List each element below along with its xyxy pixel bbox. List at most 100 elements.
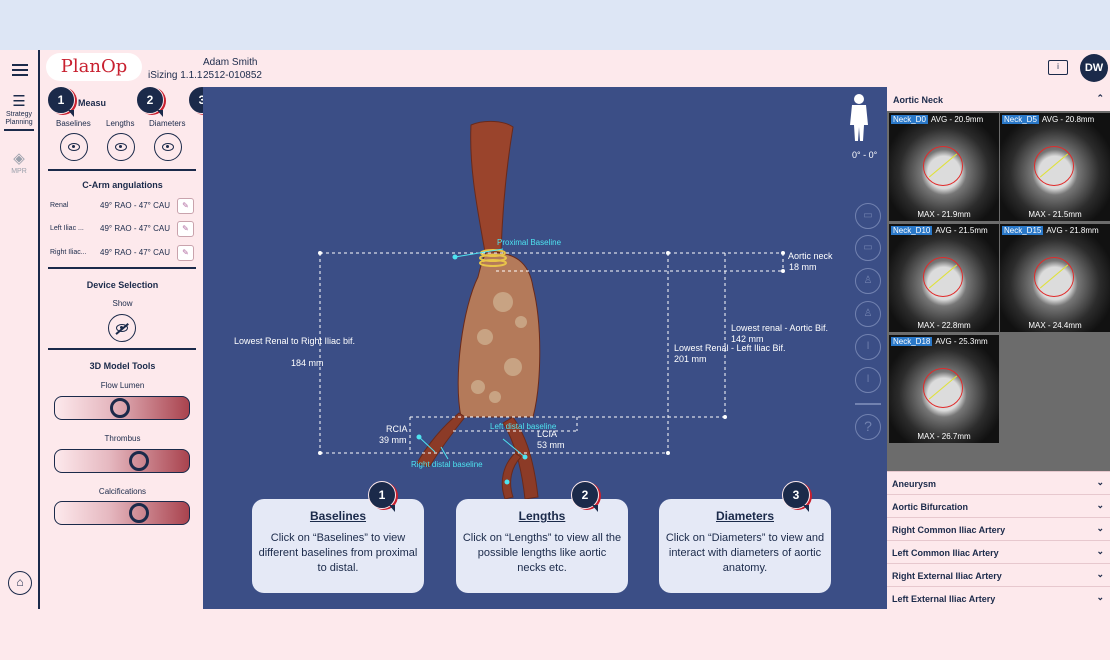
view-left-side-icon[interactable]: ǀ [855, 334, 881, 360]
slider-thumb[interactable] [128, 451, 149, 471]
baselines-eye-toggle[interactable] [60, 133, 88, 161]
help-icon[interactable]: ? [855, 414, 881, 440]
planop-logo: PlanOp [46, 53, 142, 81]
card-badge-1: 1 [368, 481, 396, 512]
device-show-toggle[interactable] [108, 314, 136, 342]
rcia-value: 39 mm [379, 435, 407, 445]
slice-name: Neck_D10 [891, 226, 933, 235]
section-aortic-bifurcation[interactable]: Aortic Bifurcation⌄ [887, 494, 1110, 517]
diameters-card-title[interactable]: Diameters [715, 509, 775, 523]
slice-avg: AVG - 20.9mm [930, 115, 984, 124]
home-icon[interactable]: ⌂ [8, 571, 32, 595]
lumen-contour [1034, 257, 1074, 297]
view-front-body-icon[interactable]: ♙ [855, 268, 881, 294]
pencil-icon: ✎ [182, 224, 189, 233]
nav-strategy-label: Strategy Planning [5, 111, 33, 126]
left-control-panel: Measu Baselines Lengths Diameters C-Arm … [42, 87, 203, 609]
section-right-external-iliac[interactable]: Right External Iliac Artery⌄ [887, 563, 1110, 586]
slice-name: Neck_D5 [1002, 115, 1039, 124]
slider-thumb[interactable] [128, 503, 149, 523]
checklist-icon: ☰ [12, 93, 26, 110]
divider [48, 348, 196, 350]
section-label: Aneurysm [892, 479, 937, 489]
lengths-card-title[interactable]: Lengths [518, 509, 566, 523]
flow-lumen-slider[interactable] [54, 396, 190, 420]
slice-max: MAX - 26.7mm [917, 432, 971, 441]
lumen-contour [1034, 146, 1074, 186]
divider [855, 403, 881, 405]
chevron-down-icon: ⌄ [1096, 592, 1104, 602]
baselines-card-text: Click on “Baselines” to view different b… [258, 532, 418, 574]
flow-lumen-label: Flow Lumen [100, 381, 145, 390]
section-left-external-iliac[interactable]: Left External Iliac Artery ⌄ [887, 586, 1110, 609]
slider-thumb[interactable] [110, 398, 130, 418]
section-right-common-iliac[interactable]: Right Common Iliac Artery ⌄ [887, 517, 1110, 540]
diameters-eye-toggle[interactable] [154, 133, 182, 161]
bottom-band [0, 609, 1110, 660]
view-sagittal-icon[interactable]: ▭ [855, 235, 881, 261]
body-orientation-icon[interactable] [844, 93, 874, 143]
section-aneurysm[interactable]: Aneurysm ⌄ [887, 471, 1110, 494]
lowest-renal-left-iliac-value: 201 mm [674, 354, 707, 364]
nav-mpr[interactable]: ◈ MPR [0, 150, 38, 176]
view-right-side-icon[interactable]: ǀ [855, 367, 881, 393]
section-label: Right Common Iliac Artery [892, 525, 1006, 535]
aortic-neck-value: 18 mm [789, 262, 817, 272]
device-show-label: Show [112, 299, 133, 308]
layers-icon: ◈ [13, 150, 25, 167]
card-badge-3: 3 [782, 481, 810, 512]
carm-renal-edit-button[interactable]: ✎ [177, 198, 194, 214]
right-distal-baseline-label: Right distal baseline [411, 460, 483, 469]
chevron-down-icon: ⌄ [1096, 523, 1104, 533]
proximal-baseline-label: Proximal Baseline [497, 238, 562, 247]
thrombus-label: Thrombus [104, 434, 141, 443]
section-label: Left External Iliac Artery [892, 594, 996, 604]
lengths-eye-toggle[interactable] [107, 133, 135, 161]
pencil-icon: ✎ [182, 201, 189, 210]
baselines-card-title[interactable]: Baselines [309, 509, 367, 523]
divider [48, 169, 196, 171]
slice-max: MAX - 22.8mm [917, 321, 971, 330]
slice-name: Neck_D0 [891, 115, 928, 124]
section-label: Right External Iliac Artery [892, 571, 1002, 581]
carm-renal-label: Renal [50, 202, 69, 209]
diameters-help-card: Diameters Click on “Diameters” to view a… [659, 499, 831, 593]
slice-max: MAX - 21.9mm [917, 210, 971, 219]
3d-viewport[interactable]: 0° - 0° ▭ ▭ ♙ ♙ ǀ ǀ ? Proximal Baseline … [203, 87, 887, 609]
manual-book-icon[interactable]: i [1048, 60, 1068, 75]
menu-icon[interactable] [12, 64, 28, 76]
baselines-help-card: Baselines Click on “Baselines” to view d… [252, 499, 424, 593]
lcia-value: 53 mm [537, 440, 565, 450]
section-left-common-iliac[interactable]: Left Common Iliac Artery⌄ [887, 540, 1110, 563]
pencil-icon: ✎ [182, 248, 189, 257]
slice-avg: AVG - 21.8mm [1046, 226, 1099, 235]
lengths-card-text: Click on “Lengths” to view all the possi… [462, 532, 622, 574]
slice-max: MAX - 24.4mm [1028, 321, 1082, 330]
lowest-renal-left-iliac-label: Lowest Renal - Left Iliac Bif. [674, 343, 786, 353]
view-back-body-icon[interactable]: ♙ [855, 301, 881, 327]
calcifications-slider[interactable] [54, 501, 190, 525]
user-avatar[interactable]: DW [1080, 54, 1108, 82]
carm-left-iliac-edit-button[interactable]: ✎ [177, 221, 194, 237]
carm-right-iliac-edit-button[interactable]: ✎ [177, 245, 194, 261]
lowest-renal-right-iliac-value: 184 mm [291, 358, 324, 368]
view-axial-icon[interactable]: ▭ [855, 203, 881, 229]
carm-right-iliac-label: Right Iliac... [50, 249, 87, 256]
aortic-neck-header[interactable]: Aortic Neck ⌃ [887, 87, 1110, 111]
lcia-label: LCIA [537, 429, 558, 439]
nav-strategy-planning[interactable]: ☰ Strategy Planning [0, 93, 38, 131]
slice-name: Neck_D15 [1002, 226, 1044, 235]
left-distal-baseline-label: Left distal baseline [490, 422, 557, 431]
aortic-neck-title: Aortic Neck [893, 95, 944, 105]
chevron-down-icon: ⌄ [1096, 477, 1104, 487]
slice-max: MAX - 21.5mm [1028, 210, 1082, 219]
thrombus-slider[interactable] [54, 449, 190, 473]
